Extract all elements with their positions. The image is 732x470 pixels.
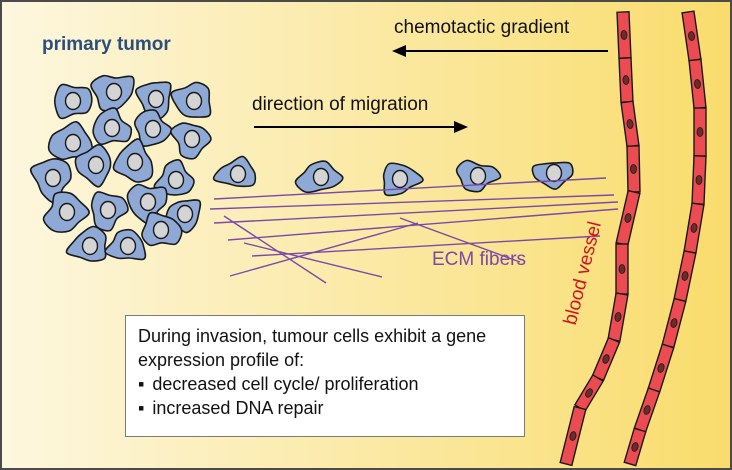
- vessel-cell: [693, 107, 707, 157]
- ecm-fiber: [243, 242, 383, 278]
- chemotactic-gradient-label: chemotactic gradient: [394, 17, 570, 38]
- cell-nucleus: [105, 82, 123, 102]
- cell-nucleus: [64, 91, 82, 111]
- cell-nucleus: [312, 167, 330, 187]
- cell-nucleus: [147, 89, 165, 109]
- cell-nucleus: [152, 220, 170, 240]
- cell-nucleus: [58, 202, 76, 222]
- vessel-nucleus: [618, 264, 626, 274]
- cell-nucleus: [44, 168, 62, 188]
- vessel-cell: [616, 11, 632, 59]
- ecm-fibers: [209, 177, 619, 284]
- ecm-fiber: [227, 208, 619, 241]
- cell-nucleus: [229, 164, 247, 184]
- ecm-fiber: [399, 217, 521, 263]
- vessel-nucleus: [602, 354, 610, 364]
- cell-nucleus: [64, 133, 82, 153]
- vessel-cell: [615, 243, 629, 295]
- vessel-cell: [559, 405, 587, 467]
- cell-nucleus: [144, 119, 162, 139]
- vessel-nucleus: [569, 431, 577, 441]
- vessel-outer: [623, 10, 707, 467]
- vessel-nucleus: [585, 388, 593, 398]
- vessel-nucleus: [694, 79, 701, 89]
- box-item-proliferation: decreased cell cycle/ proliferation: [138, 372, 512, 396]
- vessel-cell: [683, 202, 705, 254]
- gene-expression-box: During invasion, tumour cells exhibit a …: [125, 315, 525, 437]
- vessel-cell: [691, 155, 707, 205]
- cell-nucleus: [183, 129, 201, 149]
- vessel-nucleus: [688, 31, 695, 41]
- primary-tumor-label: primary tumor: [42, 34, 171, 55]
- migrating-cells: [212, 155, 574, 197]
- cell-nucleus: [167, 170, 185, 190]
- cell-nucleus: [99, 200, 117, 220]
- box-list: decreased cell cycle/ proliferation incr…: [138, 372, 512, 420]
- vessel-nucleus: [690, 223, 698, 233]
- ecm-fiber: [251, 235, 601, 257]
- blood-vessels: [559, 10, 707, 467]
- box-item-dna-repair: increased DNA repair: [138, 396, 512, 420]
- vessel-nucleus: [695, 175, 703, 185]
- vessel-nucleus: [624, 213, 632, 223]
- ecm-fiber: [209, 194, 615, 210]
- vessel-nucleus: [631, 442, 639, 452]
- vessel-nucleus: [622, 75, 630, 85]
- ecm-fibers-label: ECM fibers: [432, 249, 526, 270]
- vessel-cell: [618, 56, 634, 103]
- cell-nucleus: [391, 169, 409, 189]
- vessel-nucleus: [626, 119, 634, 129]
- vessel-nucleus: [620, 30, 628, 40]
- vessel-cell: [620, 100, 640, 148]
- cell-nucleus: [126, 152, 144, 172]
- primary-tumor-cluster: [29, 74, 212, 262]
- cell-nucleus: [139, 192, 157, 212]
- vessel-cell: [623, 427, 647, 467]
- box-intro: During invasion, tumour cells exhibit a …: [138, 326, 487, 370]
- vessel-nucleus: [696, 127, 704, 137]
- vessel-cell: [591, 336, 621, 382]
- vessel-nucleus: [670, 318, 678, 328]
- vessel-cell: [626, 145, 641, 193]
- direction-of-migration-label: direction of migration: [252, 94, 429, 115]
- cell-nucleus: [469, 166, 487, 186]
- vessel-cell: [681, 10, 702, 62]
- vessel-nucleus: [643, 405, 651, 415]
- cell-nucleus: [81, 236, 99, 256]
- vessel-cell: [647, 343, 675, 393]
- gradient-arrow-icon: [392, 45, 608, 57]
- migration-arrow-icon: [254, 121, 468, 133]
- cell-nucleus: [545, 163, 563, 183]
- vessel-nucleus: [681, 271, 689, 281]
- vessel-nucleus: [630, 164, 637, 174]
- cell-nucleus: [176, 204, 194, 224]
- ecm-fiber: [229, 222, 419, 277]
- ecm-fiber: [213, 201, 619, 224]
- vessel-nucleus: [657, 363, 665, 373]
- cell-nucleus: [103, 118, 121, 138]
- cell-nucleus: [87, 155, 105, 175]
- vessel-nucleus: [614, 312, 622, 322]
- cell-nucleus: [185, 91, 203, 111]
- cell-nucleus: [119, 236, 137, 256]
- ecm-fiber: [213, 177, 607, 200]
- ecm-fiber: [223, 215, 327, 284]
- vessel-inner: [559, 11, 641, 467]
